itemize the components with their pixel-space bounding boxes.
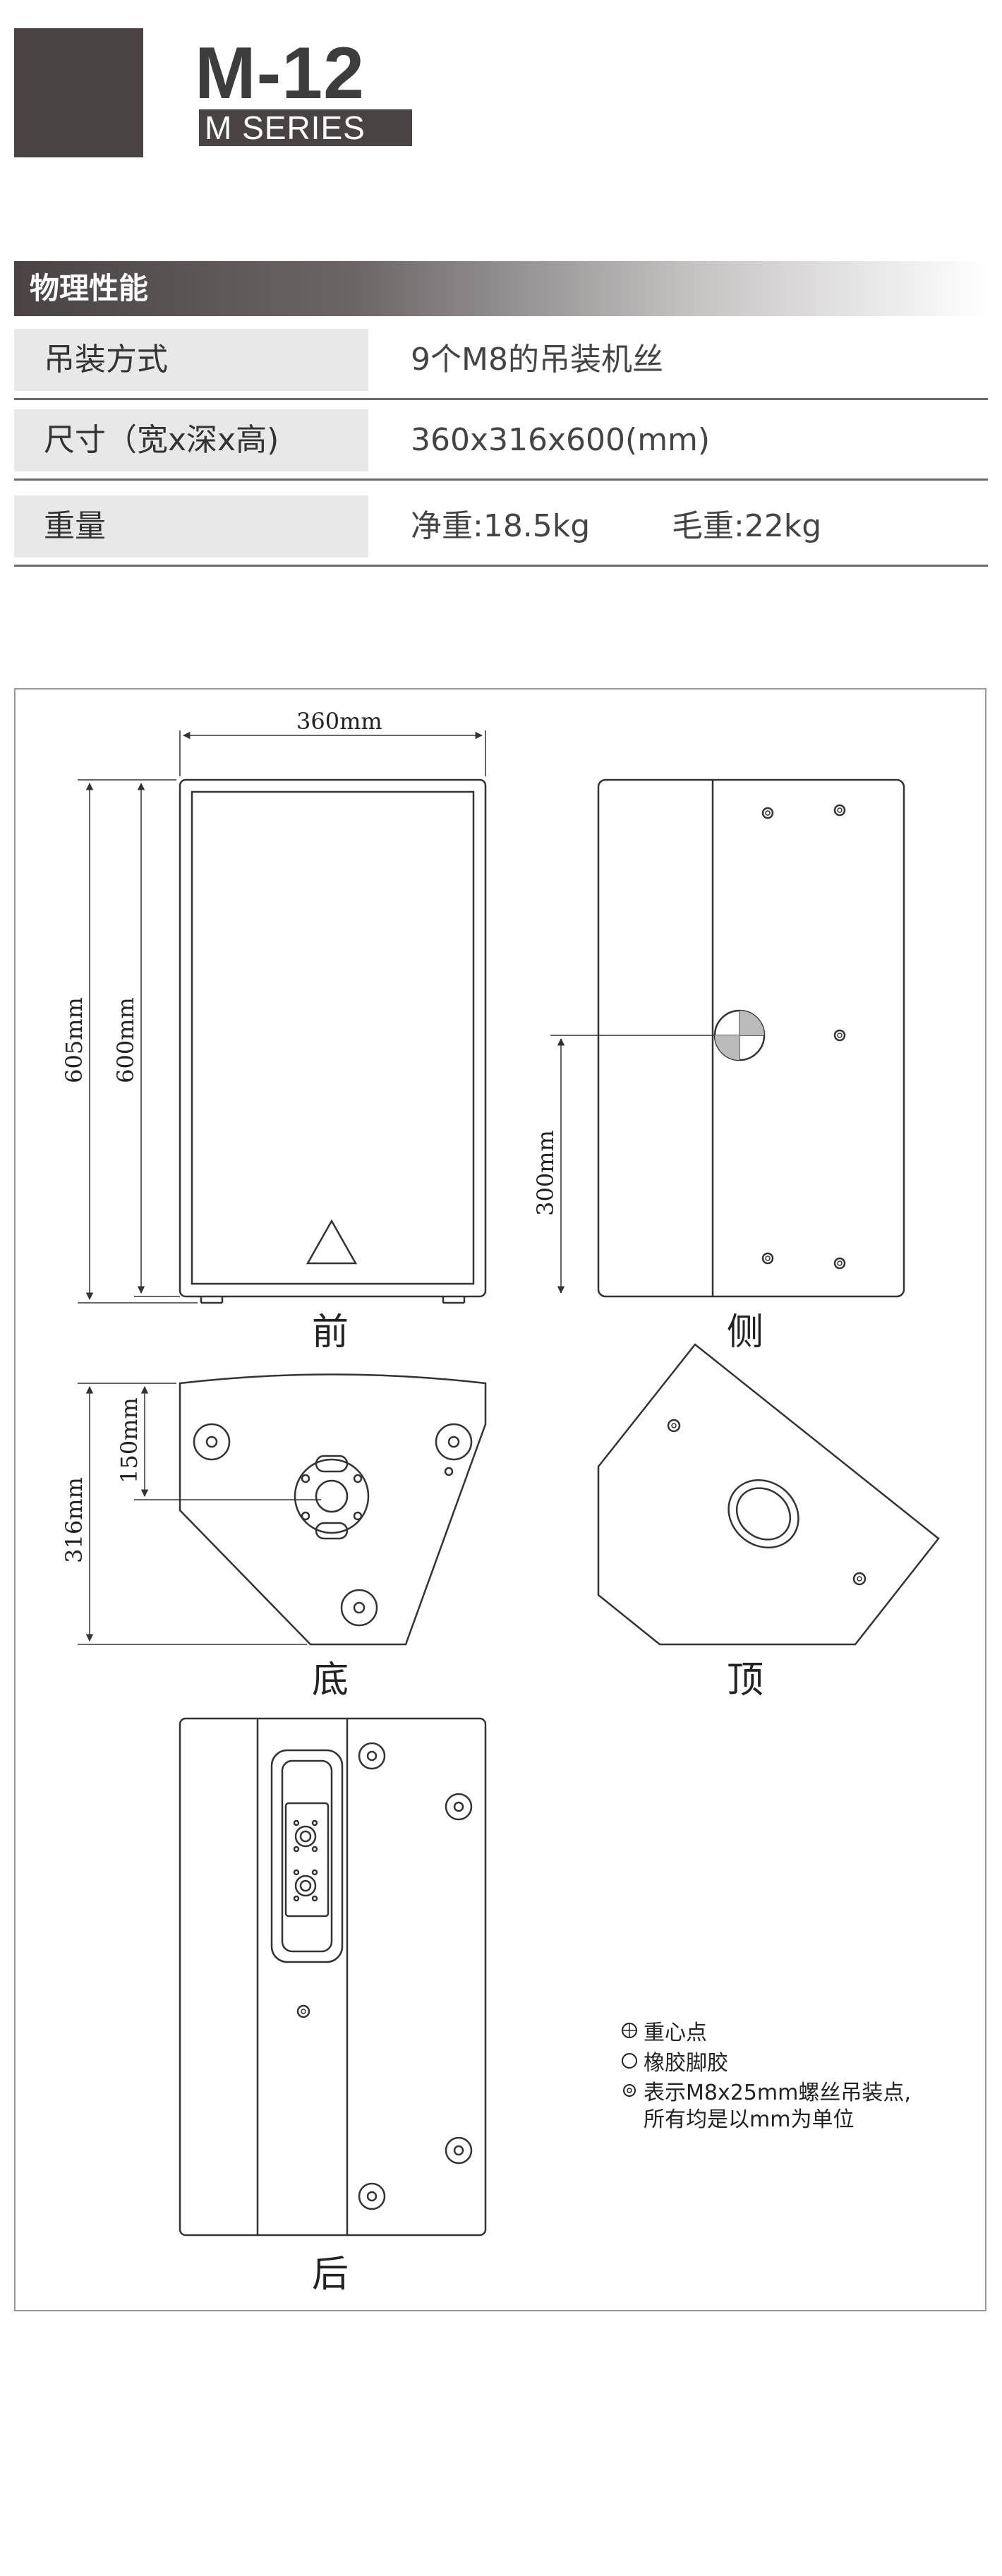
spec-value: 360x316x600(mm) bbox=[411, 422, 711, 458]
legend-label: 所有均是以mm为单位 bbox=[644, 2107, 855, 2132]
brand-logo-block bbox=[14, 28, 143, 157]
spec-value: 9个M8的吊装机丝 bbox=[411, 342, 663, 378]
view-label-side: 侧 bbox=[727, 1311, 764, 1354]
legend-label: 重心点 bbox=[644, 2021, 707, 2045]
dimension-height-total-label: 605mm bbox=[61, 997, 87, 1083]
view-label-bottom: 底 bbox=[312, 1659, 349, 1702]
bottom-view-drawing bbox=[78, 1373, 487, 1646]
spec-row-dimensions: 尺寸（宽x深x高) 360x316x600(mm) bbox=[14, 404, 988, 481]
spec-divider bbox=[14, 398, 988, 400]
legend-rubber-feet: 橡胶脚胶 bbox=[621, 2045, 728, 2076]
spec-divider bbox=[14, 565, 988, 567]
dimension-cg-depth-label: 150mm bbox=[116, 1397, 143, 1483]
legend-label: 表示M8x25mm螺丝吊装点, bbox=[644, 2081, 911, 2105]
view-label-front: 前 bbox=[312, 1311, 349, 1354]
spec-label: 吊装方式 bbox=[44, 342, 168, 378]
rubber-foot-icon bbox=[622, 2053, 637, 2069]
spec-section-title: 物理性能 bbox=[30, 271, 149, 306]
dimension-height-body-label: 600mm bbox=[112, 997, 139, 1083]
spec-row-rigging: 吊装方式 9个M8的吊装机丝 bbox=[14, 323, 988, 400]
dimension-cg-height-label: 300mm bbox=[532, 1130, 559, 1216]
top-view-drawing bbox=[597, 1343, 940, 1646]
spec-section-header bbox=[14, 261, 988, 316]
spec-label: 重量 bbox=[44, 508, 106, 544]
dimension-depth-label: 316mm bbox=[61, 1477, 87, 1563]
legend-units-note: 所有均是以mm为单位 bbox=[644, 2102, 854, 2133]
front-view-drawing bbox=[78, 730, 487, 1304]
back-view-drawing bbox=[179, 1717, 487, 2237]
spec-value-gross-weight: 毛重:22kg bbox=[672, 508, 822, 544]
view-label-back: 后 bbox=[312, 2253, 349, 2296]
spec-value-net-weight: 净重:18.5kg bbox=[411, 508, 591, 544]
center-of-gravity-icon bbox=[622, 2023, 637, 2038]
series-label: M SERIES bbox=[199, 109, 412, 146]
spec-label: 尺寸（宽x深x高) bbox=[44, 422, 279, 458]
view-label-top: 顶 bbox=[727, 1659, 764, 1702]
technical-drawing-frame bbox=[14, 688, 986, 2311]
spec-label-background bbox=[14, 409, 368, 471]
legend-rigging-points: 表示M8x25mm螺丝吊装点, bbox=[621, 2075, 911, 2106]
dimension-width-label: 360mm bbox=[296, 708, 382, 735]
rigging-point-icon bbox=[623, 2084, 636, 2097]
spec-row-weight: 重量 净重:18.5kg 毛重:22kg bbox=[14, 490, 988, 567]
model-title: M-12 bbox=[195, 32, 365, 114]
spec-divider bbox=[14, 479, 988, 481]
legend-center-of-gravity: 重心点 bbox=[621, 2015, 707, 2046]
spec-label-background bbox=[14, 329, 368, 391]
legend-label: 橡胶脚胶 bbox=[644, 2051, 728, 2076]
spec-label-background bbox=[14, 495, 368, 558]
side-view-drawing bbox=[550, 778, 905, 1298]
